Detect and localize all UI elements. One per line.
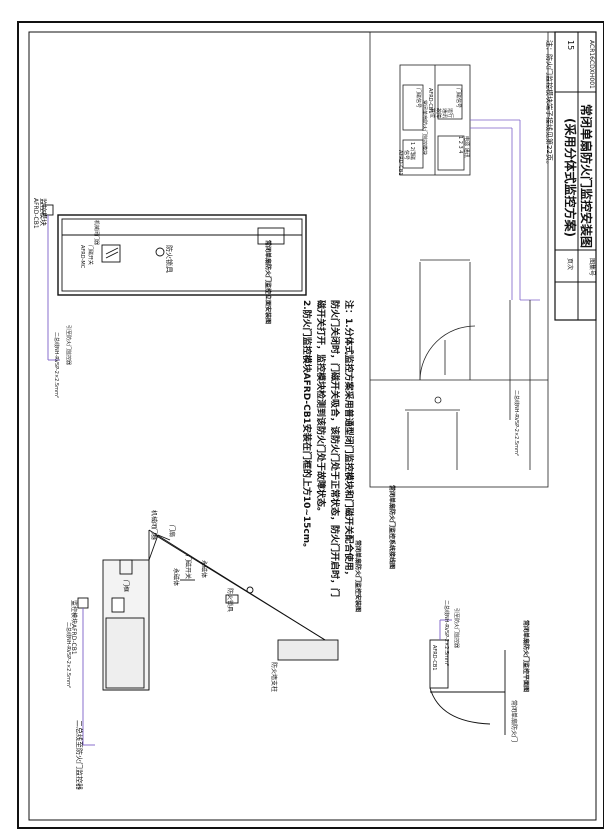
top-note: 注：防火门监控模块端子接线见第22页。 <box>545 40 553 168</box>
elev-closer-label: 机械闭门器 <box>93 220 99 246</box>
elev-module-label: 监控模块 <box>39 198 47 226</box>
drawing-subtitle: (采用分体式监控方案) <box>563 118 577 237</box>
title-block <box>554 31 597 321</box>
sec-permanent-magnet-label: 永磁体 <box>172 568 179 587</box>
atlas-label: 图集号 <box>588 258 595 277</box>
wire-row1-item-0: 门磁信号 <box>455 88 461 109</box>
plan-cable-label: 二总线NH-RVSP-2×2.5mm² <box>443 600 449 666</box>
sec-mag-switch-label: 门磁开关 <box>184 555 191 580</box>
sec-caption: 常闭单扇防火门监控安装图 <box>354 540 361 613</box>
plan-caption: 常闭单扇防火门监控平面图 <box>522 620 529 693</box>
sec-closer-label: 机械闭门器 <box>150 510 157 541</box>
sec-wall-label: 防火墙支柱 <box>270 662 277 693</box>
wire-row1-item-3: 故障 <box>435 108 441 119</box>
sec-door-leaf-label: 门扇 <box>168 525 175 538</box>
sec-switch-body-label: 永磁体 <box>200 560 207 579</box>
wire-cable-label: 二总线NH-RVSP-2×2.5mm² <box>513 390 519 456</box>
wire-small-block: 门磁信号 <box>415 88 421 109</box>
note-line-2: 防火门关闭时，门磁开关吸合，该防火门处于正常状态，防火门开启时，门 <box>329 300 339 598</box>
wire-terminal-label: 电源 通讯 <box>463 136 469 158</box>
sec-monitor-label: 二总线至防火门监控器 <box>75 720 83 790</box>
plan-dest-label: 引至防火门监控器 <box>453 608 459 649</box>
sheet-inner-border <box>28 31 597 821</box>
elev-cable-label: 二总线NH-RVSP-2×2.5mm² <box>53 332 59 398</box>
sec-lock-label: 防火锁具 <box>226 588 233 613</box>
wire-terminal-pins: 1 2 3 4 <box>457 136 463 154</box>
plan-view <box>429 619 506 735</box>
wire-row2-item-2: AFRD-CB1 <box>397 150 403 176</box>
page-label: 页次 <box>566 258 573 271</box>
wire-row2-item-1: 信号 <box>403 150 409 161</box>
page-number: 15 <box>566 40 575 51</box>
atlas-number: ACR16CDXH001 <box>588 40 595 89</box>
plan-door-label: 常闭单扇防火门 <box>510 700 517 743</box>
wire-row2-item-0: 门磁 <box>409 150 415 161</box>
note-line-3: 磁开关打开，监控模块检测到该防火门处于故障状态。 <box>315 300 325 517</box>
wire-side-caption: 常闭单扇防火门监控系统接线图 <box>388 485 395 570</box>
plan-module-label: AFRD-CB1 <box>431 645 437 671</box>
note-line-4: 2.防火门监控模块AFRD-CB1安装在门框的上方10~15cm。 <box>301 300 311 553</box>
elevation-view <box>42 204 307 361</box>
section-view <box>77 529 339 746</box>
elev-mag-switch-model: AFRD-MC <box>79 245 85 269</box>
elev-module-model: AFRD-CB1 <box>32 198 39 229</box>
wire-row1-item-4: 复位 <box>429 108 435 119</box>
drawing-title: 常闭单扇防火门监控安装图 <box>579 104 593 249</box>
elev-lock-label: 防火锁具 <box>165 245 173 273</box>
elev-caption: 常闭单扇防火门监控立面安装图 <box>264 240 271 325</box>
wire-row1-item-1: 运行 <box>447 108 453 119</box>
note-line-1: 注：1.分体式监控方案采用普通型闭门监控模块和门磁开关配合使用， <box>343 300 353 580</box>
wire-module-name: 常闭单扇防火门监控模块 <box>421 100 427 156</box>
elev-cable-dest: 引至防火门监控器 <box>65 325 71 366</box>
elev-mag-switch-label: 门磁开关 <box>87 245 93 266</box>
wire-row1-item-2: 通讯 <box>441 108 447 119</box>
wiring-diagram <box>369 31 549 488</box>
sheet-border <box>17 21 604 829</box>
sec-frame-label: 门框 <box>122 580 129 593</box>
sec-module-label: 监控模块AFRD-CB1 <box>70 600 77 655</box>
